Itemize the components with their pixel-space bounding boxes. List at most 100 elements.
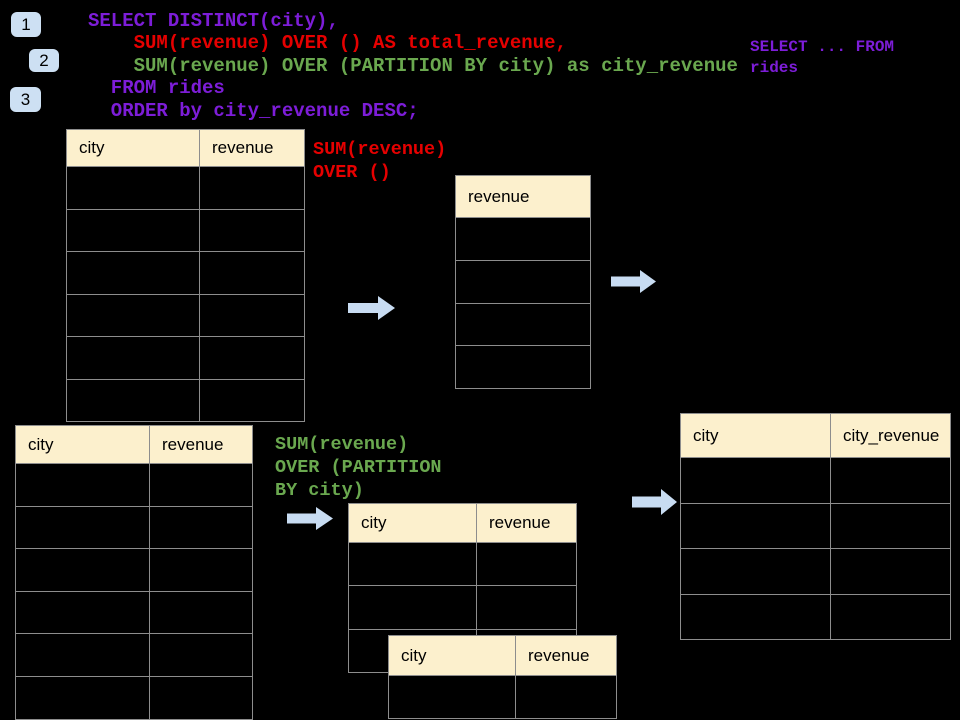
empty-cell	[15, 505, 150, 550]
step-badge-1: 1	[11, 12, 41, 37]
arrow-right-icon	[611, 270, 656, 293]
code-line: SUM(revenue)	[275, 434, 409, 455]
empty-cell	[149, 505, 253, 550]
sql-code-block: SELECT DISTINCT(city), SUM(revenue) OVER…	[88, 10, 738, 122]
empty-cell	[455, 345, 591, 390]
empty-cell	[15, 675, 150, 720]
empty-cell	[199, 166, 305, 210]
empty-cell	[66, 166, 200, 210]
column-header-revenue: revenue	[149, 425, 253, 464]
empty-cell	[15, 548, 150, 592]
empty-cell	[199, 378, 305, 422]
empty-cell	[15, 633, 150, 677]
table-row	[348, 541, 577, 587]
table-row	[66, 378, 305, 422]
empty-cell	[515, 675, 617, 719]
arrow-right-icon	[632, 489, 677, 515]
table-row	[455, 302, 591, 347]
empty-cell	[348, 541, 477, 587]
column-header-city: city	[388, 635, 516, 676]
empty-cell	[455, 302, 591, 347]
empty-cell	[149, 463, 253, 507]
empty-cell	[66, 251, 200, 295]
table-row	[15, 675, 253, 720]
empty-cell	[680, 457, 831, 504]
table-row	[66, 293, 305, 337]
table-row	[66, 208, 305, 252]
empty-cell	[15, 463, 150, 507]
code-line: SELECT DISTINCT(city),	[88, 10, 339, 32]
table-row	[66, 251, 305, 295]
table-row	[680, 457, 951, 504]
empty-cell	[199, 251, 305, 295]
empty-cell	[149, 675, 253, 720]
step-badge-3: 3	[10, 87, 41, 112]
empty-cell	[680, 548, 831, 595]
table-row	[15, 590, 253, 635]
header-row: revenue	[455, 175, 591, 218]
code-line: ORDER by city_revenue DESC;	[88, 99, 419, 122]
empty-cell	[476, 585, 577, 630]
table-row	[15, 633, 253, 677]
column-header-city-revenue: city_revenue	[830, 413, 951, 458]
step-badge-2: 2	[29, 49, 59, 72]
table-row	[66, 336, 305, 380]
table-row	[15, 505, 253, 550]
empty-cell	[348, 585, 477, 630]
empty-cell	[199, 208, 305, 252]
empty-cell	[455, 259, 591, 304]
column-header-city: city	[15, 425, 150, 464]
code-line: BY city)	[275, 480, 364, 501]
empty-cell	[455, 217, 591, 261]
column-header-city: city	[348, 503, 477, 543]
table-row	[680, 548, 951, 595]
table-row	[66, 166, 305, 210]
column-header-city: city	[680, 413, 831, 458]
column-header-revenue: revenue	[515, 635, 617, 676]
arrow-right-icon	[287, 507, 333, 530]
empty-cell	[66, 336, 200, 380]
empty-cell	[149, 548, 253, 592]
empty-cell	[830, 502, 951, 549]
empty-cell	[15, 590, 150, 635]
code-line: SUM(revenue) OVER () AS total_revenue,	[88, 32, 567, 55]
empty-cell	[830, 593, 951, 640]
table-total-revenue-result: revenue	[455, 175, 591, 390]
code-line: rides	[750, 58, 799, 77]
column-header-city: city	[66, 129, 200, 167]
empty-cell	[199, 336, 305, 380]
empty-cell	[199, 293, 305, 337]
table-row	[455, 217, 591, 261]
empty-cell	[388, 675, 516, 719]
empty-cell	[680, 593, 831, 640]
table-row	[388, 675, 617, 719]
empty-cell	[680, 502, 831, 549]
total-revenue-window-label: SUM(revenue)OVER ()	[313, 139, 446, 184]
table-row	[680, 502, 951, 549]
code-line: SUM(revenue) OVER (PARTITION BY city) as…	[88, 54, 738, 77]
table-row	[680, 593, 951, 640]
table-row	[455, 259, 591, 304]
table-row	[15, 548, 253, 592]
empty-cell	[476, 541, 577, 587]
table-row	[348, 585, 577, 630]
empty-cell	[66, 208, 200, 252]
table-row	[455, 345, 591, 390]
empty-cell	[149, 633, 253, 677]
empty-cell	[66, 293, 200, 337]
code-line: OVER (PARTITION	[275, 457, 442, 478]
code-line: OVER ()	[313, 161, 391, 183]
table-row	[15, 463, 253, 507]
empty-cell	[149, 590, 253, 635]
